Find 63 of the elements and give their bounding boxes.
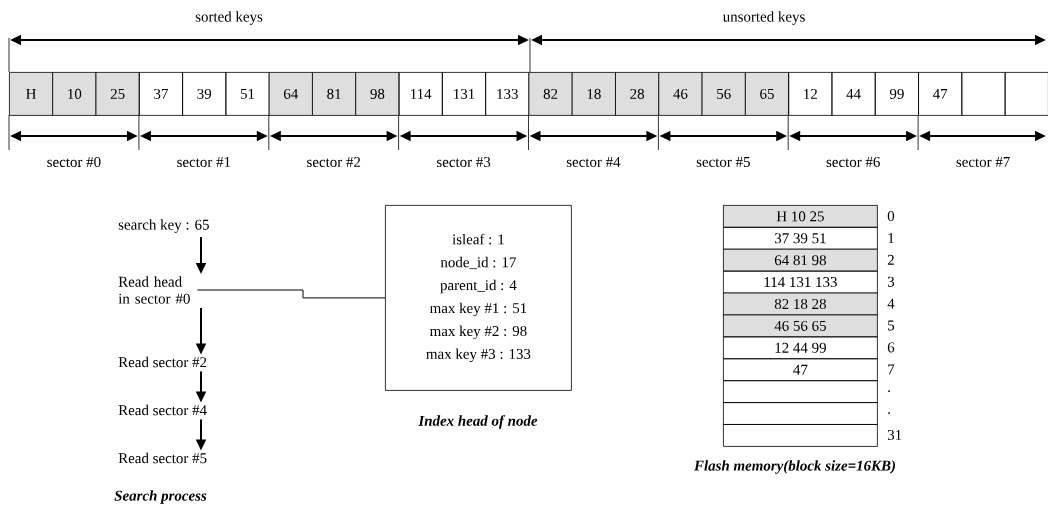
step-text: Read sector #5	[118, 452, 207, 464]
row-number: 1	[888, 232, 894, 243]
key-cell: 37	[138, 72, 183, 116]
key-cell: 56	[701, 72, 746, 116]
row-number: 7	[888, 364, 895, 375]
key-cell: 114	[398, 72, 443, 116]
sector-label: sector #6	[826, 157, 880, 167]
sector-label: sector #4	[566, 157, 621, 167]
index-head-box: isleaf : 1 node_id : 17 parent_id : 4 max key #1 : 51 max key #2 : 98 max key #3 : 133	[385, 205, 572, 391]
memory-row	[723, 424, 878, 447]
connector-line	[196, 289, 386, 299]
key-cell: 28	[615, 72, 660, 116]
key-cell: 64	[268, 72, 313, 116]
row-number: .	[888, 390, 890, 393]
key-cell: 98	[355, 72, 400, 116]
sector-label: sector #3	[437, 157, 491, 167]
memory-row: 64 81 98	[723, 248, 878, 272]
step-text: Read sector #2	[118, 356, 207, 368]
row-number: 2	[887, 254, 894, 265]
key-cell	[1004, 72, 1048, 116]
key-cell: H	[9, 72, 54, 116]
row-number: 6	[887, 342, 895, 353]
key-cell: 65	[744, 72, 790, 116]
sector-label: sector #5	[696, 157, 750, 167]
caption: Search process	[114, 490, 207, 504]
key-cell: 46	[658, 72, 703, 116]
row-number: 3	[887, 276, 895, 287]
key-cell: 82	[528, 72, 573, 116]
memory-row	[723, 380, 878, 403]
key-cell: 99	[874, 72, 919, 116]
key-cell: 25	[95, 72, 140, 116]
row-number: .	[888, 412, 890, 414]
sector-label: sector #0	[47, 156, 101, 168]
key-cell: 18	[571, 72, 616, 116]
step-text: Read head in sector #0	[118, 276, 190, 304]
node-label: Index head of node	[418, 415, 538, 429]
key-cell: 12	[788, 72, 833, 116]
step-text: search key : 65	[118, 219, 209, 233]
sector-label: sector #1	[177, 157, 231, 167]
key-cell: 39	[182, 72, 227, 116]
sector-label: sector #2	[307, 157, 361, 167]
key-cell: 47	[918, 72, 963, 116]
memory-row: 46 56 65	[723, 314, 878, 338]
row-number: 0	[887, 210, 895, 222]
key-cell: 44	[831, 72, 876, 116]
step-text: Read sector #4	[118, 404, 207, 416]
memory-row: H 10 25	[723, 205, 878, 228]
row-number: 31	[887, 430, 902, 440]
key-cell: 10	[52, 72, 97, 116]
memory-row	[723, 402, 878, 425]
row-number: 5	[888, 320, 895, 331]
row-number: 4	[887, 298, 895, 309]
range-label: unsorted keys	[722, 11, 805, 25]
memory-row: 82 18 28	[723, 292, 878, 316]
key-cell: 81	[312, 72, 357, 116]
memory-row: 12 44 99	[723, 336, 878, 360]
memory-row: 47	[723, 358, 878, 382]
range-label: sorted keys	[195, 11, 263, 25]
key-cell	[961, 72, 1006, 116]
sector-label: sector #7	[956, 157, 1010, 167]
key-cell: 131	[441, 72, 486, 116]
caption: Flash memory(block size=16KB)	[694, 460, 896, 474]
key-cell: 51	[225, 72, 270, 116]
